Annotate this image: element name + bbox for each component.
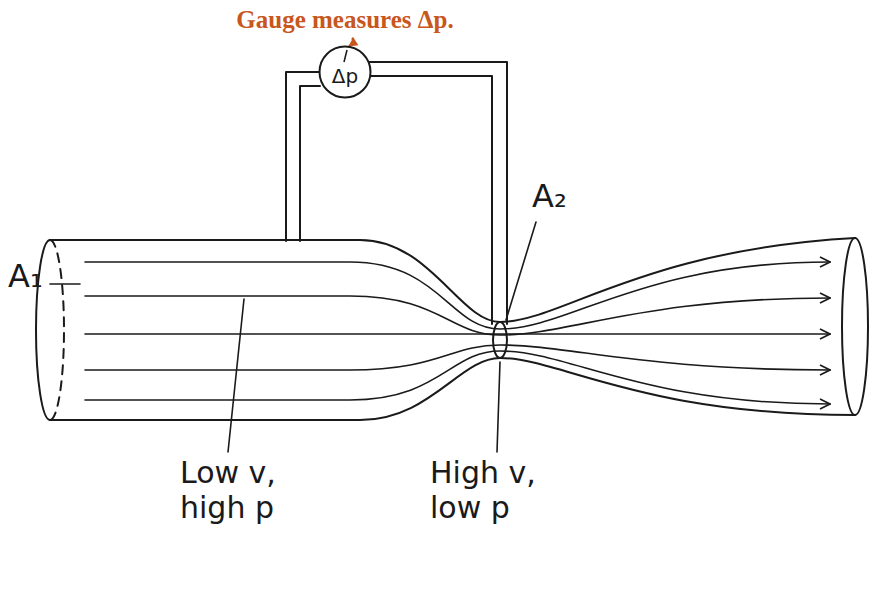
gauge-tube <box>370 76 492 324</box>
pipe-end-hidden <box>50 240 64 420</box>
pressure-gauge: Δp <box>318 45 372 99</box>
callout-note: Gauge measures Δp. <box>236 6 453 35</box>
area-label: A₂ <box>532 178 567 215</box>
streamline <box>85 345 830 370</box>
leader-line <box>228 299 244 452</box>
callout-arrow <box>349 38 354 46</box>
gauge-reading: Δp <box>318 45 372 88</box>
gauge-tube <box>286 72 322 241</box>
area-label: A₁ <box>8 258 43 295</box>
streamline <box>85 351 830 404</box>
flow-note: Low v, high p <box>180 456 320 525</box>
leader-line <box>506 222 536 320</box>
flow-note: High v, low p <box>430 456 580 525</box>
pipe-wall <box>50 238 855 322</box>
streamline <box>85 296 830 335</box>
pipe-end <box>842 238 868 415</box>
throat-section <box>493 322 507 358</box>
gauge-tube <box>368 62 507 324</box>
leader-line <box>497 362 500 452</box>
gauge-needle <box>344 50 347 62</box>
streamline <box>85 333 830 335</box>
leader-line <box>50 283 80 285</box>
gauge-tube <box>300 86 320 241</box>
